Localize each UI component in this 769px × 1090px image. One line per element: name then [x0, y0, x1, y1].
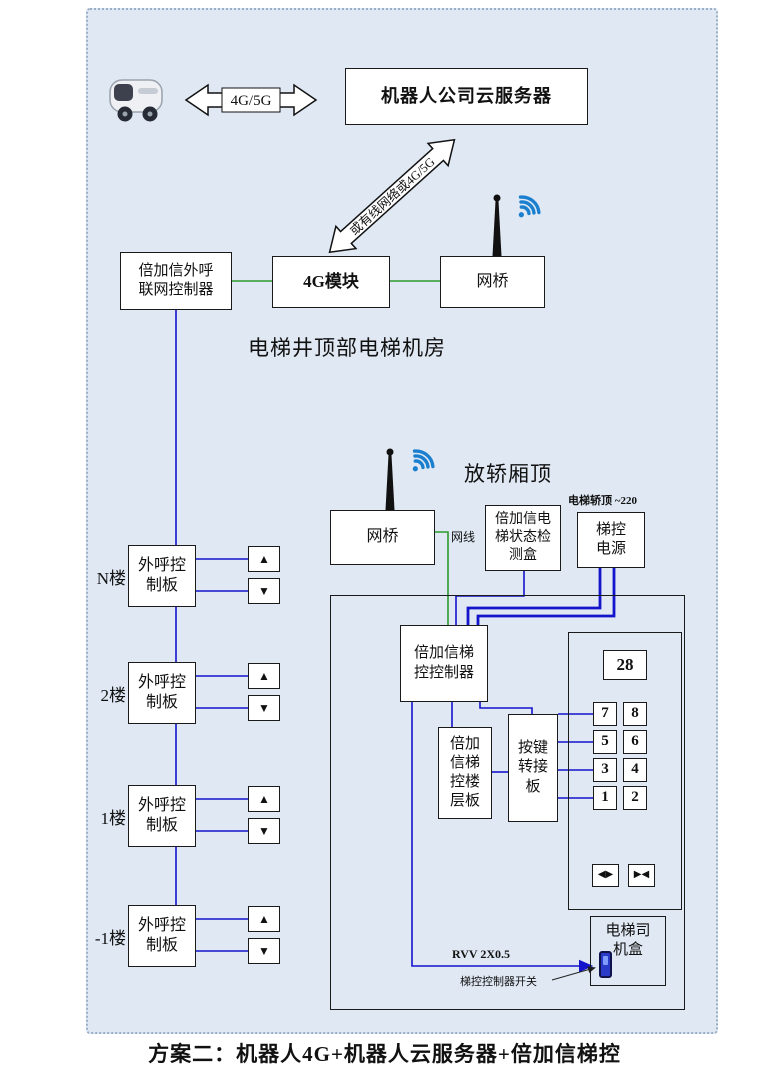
floor-label-n: N楼 — [96, 569, 126, 588]
up-arrow-icon: ▲ — [258, 552, 270, 566]
cloud-server-label: 机器人公司云服务器 — [381, 85, 552, 106]
panel-button-2: 2 — [623, 786, 647, 810]
panel-button-6: 6 — [623, 730, 647, 754]
car-top-section-label: 放轿厢顶 — [464, 462, 552, 486]
bridge-label: 网桥 — [476, 272, 509, 290]
panel-button-4: 4 — [623, 758, 647, 782]
button-label: 3 — [601, 761, 609, 778]
floor-display-value: 28 — [616, 655, 634, 675]
power-label: 梯控电源 — [595, 521, 626, 557]
up-arrow-icon: ▲ — [258, 912, 270, 926]
call-board-n: 外呼控制板 — [128, 545, 196, 607]
call-board-1: 外呼控制板 — [128, 785, 196, 847]
floor-label-minus1: -1楼 — [94, 929, 126, 948]
bridge-label: 网桥 — [366, 528, 399, 546]
diagram-caption: 方案二：机器人4G+机器人云服务器+倍加信梯控 — [148, 1042, 621, 1066]
call-board-label: 外呼控制板 — [137, 916, 186, 954]
elevator-controller-label: 倍加信梯控控制器 — [413, 645, 474, 681]
door-open-icon: ◀▶ — [597, 869, 614, 881]
call-down-button-minus1: ▼ — [248, 938, 280, 964]
power-note-label: 电梯轿顶 ~220 — [568, 495, 637, 507]
call-down-button-2: ▼ — [248, 695, 280, 721]
module-4g-label: 4G模块 — [303, 272, 359, 292]
car-top-frame — [330, 595, 685, 1010]
floor-label-1: 1楼 — [100, 809, 127, 828]
call-board-2: 外呼控制板 — [128, 662, 196, 724]
button-label: 4 — [631, 761, 639, 778]
car-operating-panel — [568, 632, 682, 910]
module-4g-box: 4G模块 — [272, 256, 390, 308]
down-arrow-icon: ▼ — [258, 944, 270, 958]
call-up-button-2: ▲ — [248, 663, 280, 689]
button-label: 7 — [601, 705, 609, 722]
elevator-controller-box: 倍加信梯控控制器 — [400, 625, 488, 702]
call-board-label: 外呼控制板 — [137, 673, 186, 711]
up-arrow-icon: ▲ — [258, 792, 270, 806]
cloud-server-box: 机器人公司云服务器 — [345, 68, 588, 125]
call-board-minus1: 外呼控制板 — [128, 905, 196, 967]
floor-board-box: 倍加信梯控楼层板 — [438, 727, 492, 819]
panel-button-8: 8 — [623, 702, 647, 726]
lan-cable-label: 网线 — [451, 530, 476, 544]
up-arrow-icon: ▲ — [258, 669, 270, 683]
floor-label-2: 2楼 — [100, 686, 127, 705]
machine-room-section-label: 电梯井顶部电梯机房 — [248, 336, 446, 360]
call-board-label: 外呼控制板 — [137, 796, 186, 834]
down-arrow-icon: ▼ — [258, 701, 270, 715]
button-label: 1 — [601, 789, 609, 806]
button-label: 2 — [631, 789, 639, 806]
call-up-button-1: ▲ — [248, 786, 280, 812]
door-close-button: ▶◀ — [628, 864, 655, 887]
driver-box-label: 电梯司机盒 — [605, 923, 651, 959]
call-up-button-n: ▲ — [248, 546, 280, 572]
panel-button-1: 1 — [593, 786, 617, 810]
driver-box: 电梯司机盒 — [590, 916, 666, 986]
bridge-box-car-top: 网桥 — [330, 510, 435, 565]
switch-label: 梯控控制器开关 — [460, 976, 537, 988]
floor-display: 28 — [603, 650, 647, 680]
status-detector-box: 倍加信电梯状态检测盒 — [485, 505, 561, 571]
panel-button-7: 7 — [593, 702, 617, 726]
call-down-button-1: ▼ — [248, 818, 280, 844]
call-up-button-minus1: ▲ — [248, 906, 280, 932]
button-label: 5 — [601, 733, 609, 750]
key-adapter-label: 按键转接板 — [517, 740, 548, 795]
bridge-box-machine-room: 网桥 — [440, 256, 545, 308]
rvv-cable-label: RVV 2X0.5 — [452, 947, 511, 961]
door-open-button: ◀▶ — [592, 864, 619, 887]
panel-button-5: 5 — [593, 730, 617, 754]
button-label: 6 — [631, 733, 639, 750]
power-box: 梯控电源 — [577, 512, 645, 568]
button-label: 8 — [631, 705, 639, 722]
key-adapter-box: 按键转接板 — [508, 714, 558, 822]
door-close-icon: ▶◀ — [633, 869, 650, 881]
panel-button-3: 3 — [593, 758, 617, 782]
down-arrow-icon: ▼ — [258, 584, 270, 598]
callbox-controller-box: 倍加信外呼联网控制器 — [120, 252, 232, 310]
floor-board-label: 倍加信梯控楼层板 — [449, 735, 480, 810]
down-arrow-icon: ▼ — [258, 824, 270, 838]
controller-switch-icon — [599, 951, 612, 978]
callbox-controller-label: 倍加信外呼联网控制器 — [138, 262, 214, 298]
status-detector-label: 倍加信电梯状态检测盒 — [495, 512, 551, 563]
call-board-label: 外呼控制板 — [137, 556, 186, 594]
call-down-button-n: ▼ — [248, 578, 280, 604]
